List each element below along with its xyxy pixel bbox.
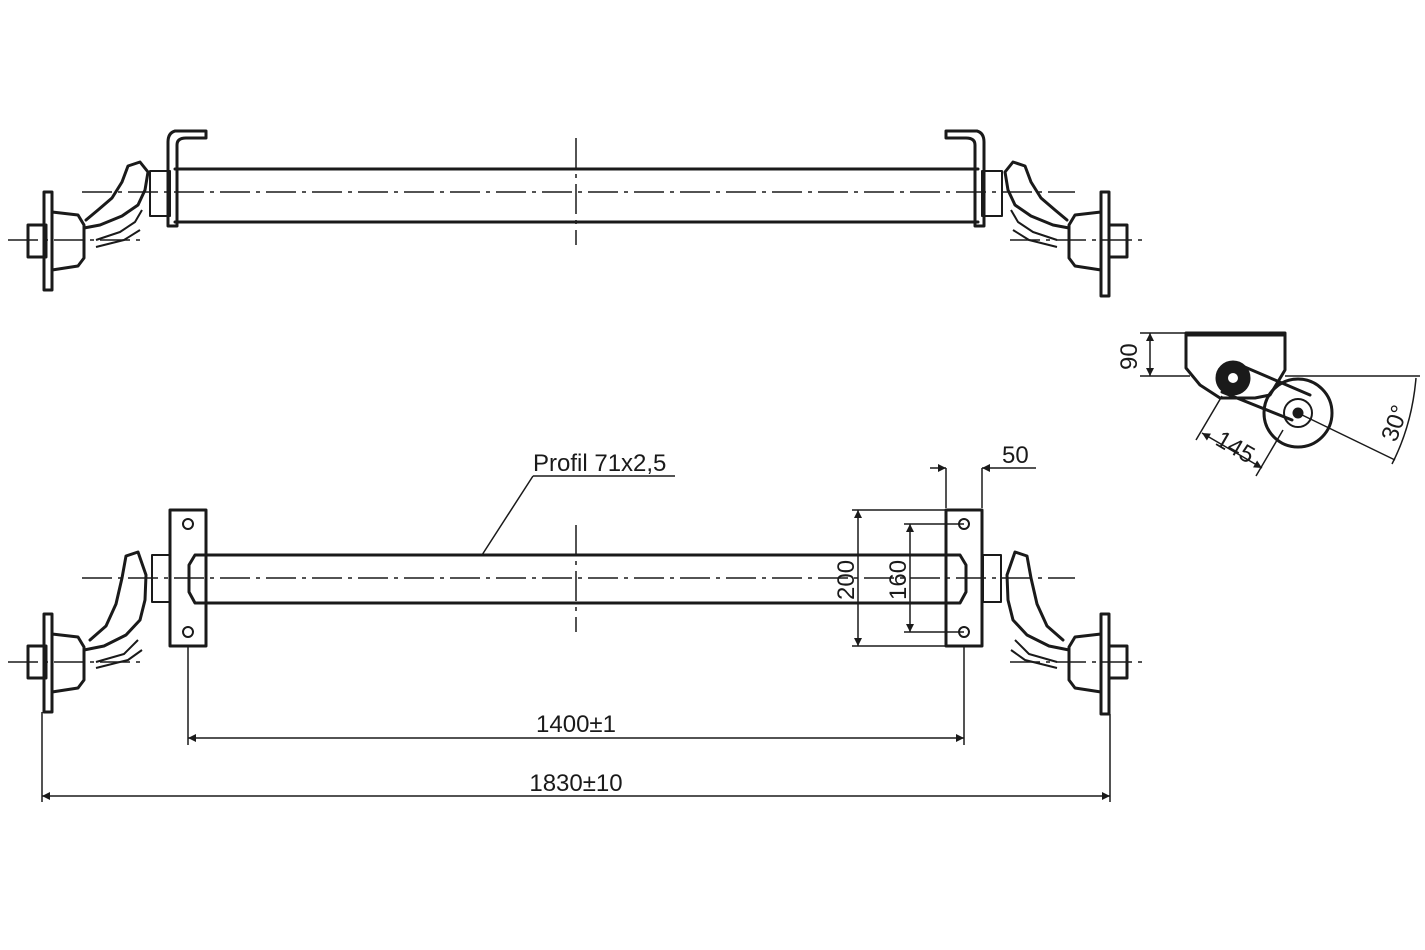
dim-hole-spacing: 160 (885, 560, 912, 600)
hub-left-front (26, 550, 148, 714)
dim-mount-spacing: 1400±1 (536, 711, 616, 738)
hub-left-top (26, 160, 150, 292)
hub-right-top (1003, 160, 1129, 298)
dim-mount-width: 50 (1002, 442, 1029, 469)
side-view (1140, 331, 1420, 477)
top-view (8, 129, 1145, 298)
dim-overall-width: 1830±10 (529, 770, 622, 797)
profile-label: Profil 71x2,5 (533, 450, 666, 477)
hub-right-front (1005, 550, 1129, 716)
dim-arm-angle: 30° (1376, 402, 1414, 445)
dim-bracket-height: 200 (833, 560, 860, 600)
dim-side-height: 90 (1116, 343, 1143, 370)
front-view (8, 464, 1145, 802)
